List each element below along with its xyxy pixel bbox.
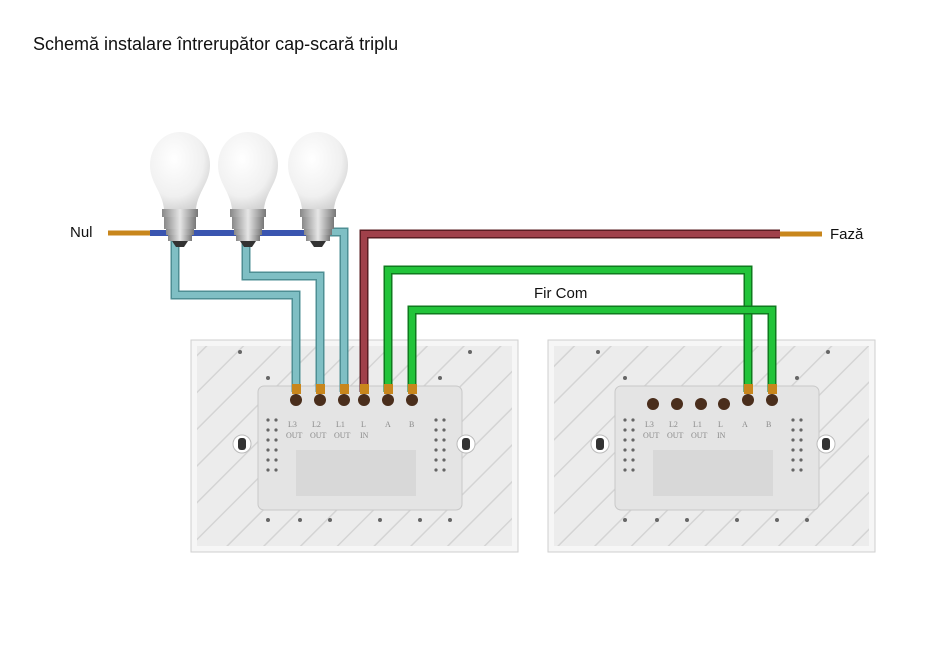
- neutral-label: Nul: [70, 224, 93, 241]
- terminal-label: L3: [288, 420, 297, 429]
- terminal-label: OUT: [286, 431, 303, 440]
- bulb-3: [288, 132, 348, 247]
- terminal-label: L: [718, 420, 723, 429]
- terminal-label: L1: [336, 420, 345, 429]
- diagram-title: Schemă instalare întrerupător cap-scară …: [33, 34, 399, 54]
- load-wires: [170, 227, 349, 392]
- phase-wire: [359, 229, 822, 392]
- terminal-label: B: [766, 420, 771, 429]
- phase-label: Fază: [830, 226, 864, 243]
- terminal-label: B: [409, 420, 414, 429]
- common-wires: [383, 265, 777, 392]
- switch-right: [547, 339, 876, 553]
- terminal-label: L3: [645, 420, 654, 429]
- terminal-label: OUT: [334, 431, 351, 440]
- terminal-label: IN: [360, 431, 369, 440]
- terminals-right: [647, 384, 778, 410]
- terminal-label: L2: [669, 420, 678, 429]
- terminal-label: L: [361, 420, 366, 429]
- terminal-labels-right: L3 L2 L1 L A B OUT OUT OUT IN: [643, 420, 771, 440]
- terminal-label: L2: [312, 420, 321, 429]
- terminal-label: OUT: [691, 431, 708, 440]
- terminal-label: OUT: [643, 431, 660, 440]
- vent-holes: [238, 350, 830, 522]
- terminal-label: OUT: [667, 431, 684, 440]
- terminal-labels-left: L3 L2 L1 L A B OUT OUT OUT IN: [286, 420, 414, 440]
- common-wire-label: Fir Com: [534, 285, 588, 302]
- terminal-label: L1: [693, 420, 702, 429]
- terminal-label: OUT: [310, 431, 327, 440]
- terminal-label: A: [742, 420, 748, 429]
- terminal-label: A: [385, 420, 391, 429]
- bulb-2: [218, 132, 278, 247]
- bulb-1: [150, 132, 210, 247]
- switch-left: [190, 339, 519, 553]
- terminals-left: [290, 384, 418, 406]
- terminal-label: IN: [717, 431, 726, 440]
